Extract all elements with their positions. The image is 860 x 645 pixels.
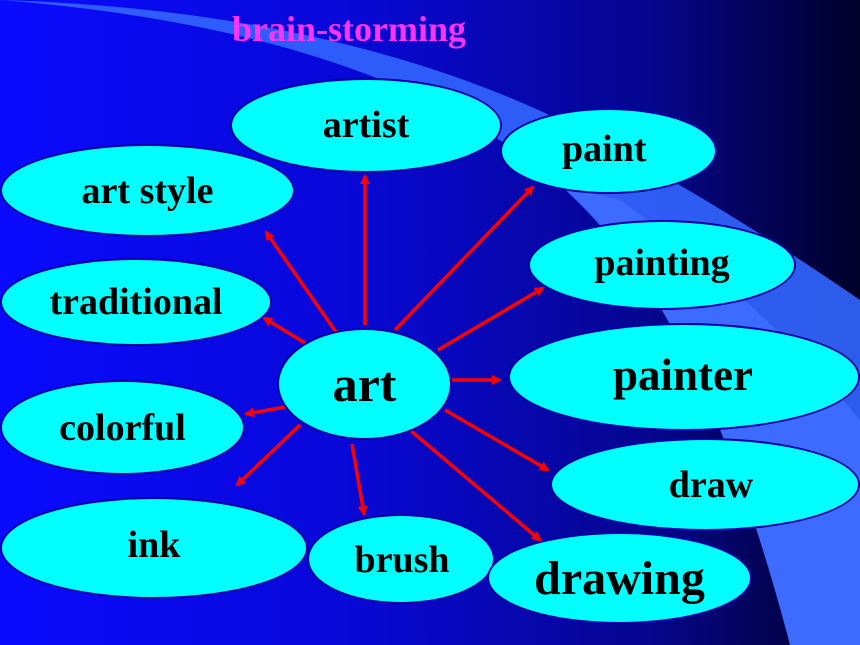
node-ink: ink: [0, 497, 308, 599]
arrow-to-painting: [437, 286, 545, 352]
node-brush: brush: [307, 514, 495, 604]
node-drawing: drawing: [487, 532, 752, 624]
node-art-style: art style: [0, 144, 295, 237]
node-painting: painting: [528, 220, 796, 310]
node-paint: paint: [500, 108, 717, 194]
arrow-to-colorful: [244, 405, 286, 418]
arrow-to-ink: [235, 423, 302, 487]
arrow-to-brush: [350, 443, 368, 516]
arrow-to-art-style: [264, 230, 338, 334]
node-painter: painter: [508, 323, 860, 431]
page-title: brain-storming: [232, 9, 466, 49]
node-traditional: traditional: [0, 258, 272, 346]
arrow-to-traditional: [262, 316, 306, 345]
node-artist: artist: [230, 78, 502, 173]
node-draw: draw: [550, 438, 860, 531]
arrow-to-drawing: [408, 428, 542, 542]
node-art-center: art: [277, 328, 452, 440]
arrow-to-paint: [393, 185, 535, 332]
arrow-to-draw: [444, 408, 550, 472]
node-colorful: colorful: [0, 380, 245, 475]
